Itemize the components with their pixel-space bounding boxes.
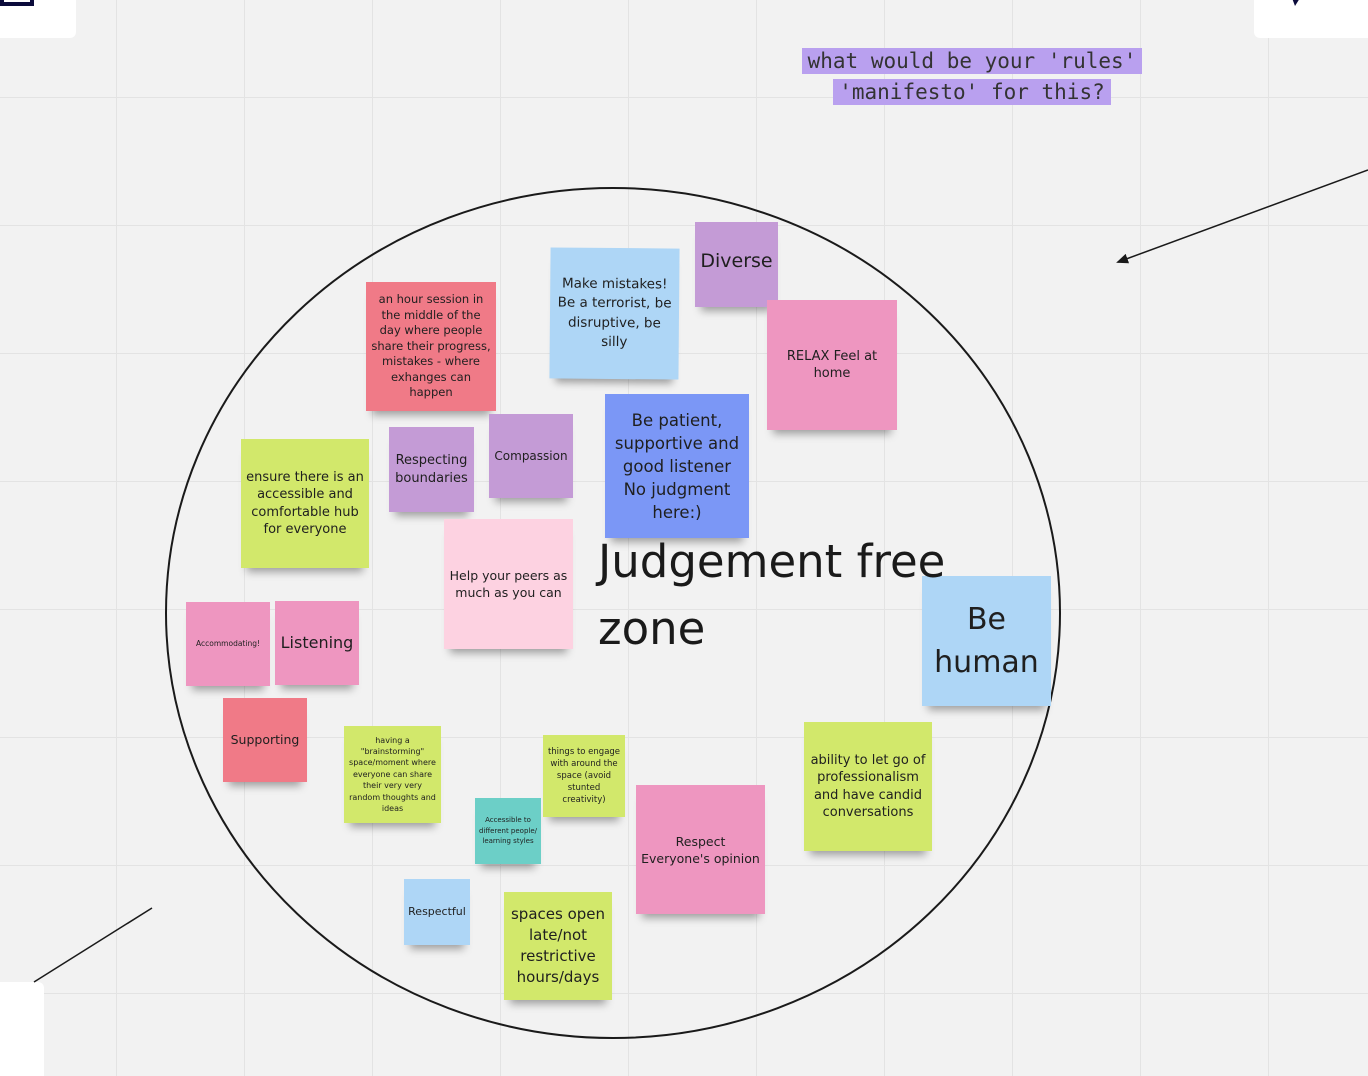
connector-arrow[interactable] xyxy=(1116,169,1368,264)
zone-label-line-2: zone xyxy=(598,602,706,655)
sticky-things-engage[interactable]: things to engage with around the space (… xyxy=(543,735,625,817)
arrow-icon xyxy=(1292,0,1299,6)
sticky-text: things to engage with around the space (… xyxy=(547,747,621,805)
sticky-text: Compassion xyxy=(494,449,568,463)
offscreen-frame-bottom-left[interactable] xyxy=(0,982,44,1076)
prompt-line-1: what would be your 'rules' xyxy=(801,48,1143,74)
sticky-supporting[interactable]: Supporting xyxy=(223,698,307,782)
zone-label-line-1: Judgement free xyxy=(598,535,946,588)
connector-line[interactable] xyxy=(33,907,153,983)
sticky-text: Be human xyxy=(934,602,1039,680)
sticky-accessible-hub[interactable]: ensure there is an accessible and comfor… xyxy=(241,439,369,568)
sticky-listening[interactable]: Listening xyxy=(275,601,359,685)
frame-icon xyxy=(0,0,34,6)
sticky-respect-opinion[interactable]: Respect Everyone's opinion xyxy=(636,785,765,914)
sticky-respecting-boundaries[interactable]: Respecting boundaries xyxy=(389,427,474,512)
offscreen-frame-top-left[interactable] xyxy=(0,0,76,38)
sticky-text: ability to let go of professionalism and… xyxy=(810,752,926,821)
sticky-accessible-styles[interactable]: Accessible to different people/ learning… xyxy=(475,798,541,864)
prompt-text[interactable]: what would be your 'rules' 'manifesto' f… xyxy=(760,46,1184,108)
sticky-spaces-open[interactable]: spaces open late/not restrictive hours/d… xyxy=(504,892,612,1000)
sticky-text: Respect Everyone's opinion xyxy=(641,833,760,866)
sticky-text: Diverse xyxy=(700,250,773,272)
sticky-text: ensure there is an accessible and comfor… xyxy=(246,469,364,538)
sticky-text: Respecting boundaries xyxy=(395,453,468,486)
sticky-text: Accessible to different people/ learning… xyxy=(478,816,538,846)
sticky-be-human[interactable]: Be human xyxy=(922,576,1051,706)
sticky-text: RELAX Feel at home xyxy=(786,348,878,382)
sticky-text: an hour session in the middle of the day… xyxy=(371,292,491,400)
sticky-respectful[interactable]: Respectful xyxy=(404,879,470,945)
prompt-line-2: 'manifesto' for this? xyxy=(833,79,1111,105)
sticky-accommodating[interactable]: Accommodating! xyxy=(186,602,270,686)
sticky-text: Accommodating! xyxy=(196,639,260,648)
sticky-text: Be patient, supportive and good listener… xyxy=(614,410,740,522)
sticky-text: having a "brainstorming" space/moment wh… xyxy=(349,735,436,814)
sticky-text: Respectful xyxy=(408,905,466,918)
sticky-text: Supporting xyxy=(230,732,300,747)
sticky-text: Help your peers as much as you can xyxy=(449,568,568,600)
sticky-compassion[interactable]: Compassion xyxy=(489,414,573,498)
offscreen-frame-top-right[interactable] xyxy=(1254,0,1368,38)
sticky-brainstorming[interactable]: having a "brainstorming" space/moment wh… xyxy=(344,726,441,823)
zone-label[interactable]: Judgement free zone xyxy=(598,528,958,662)
sticky-relax[interactable]: RELAX Feel at home xyxy=(767,300,897,430)
zone-circle[interactable] xyxy=(165,187,1061,1039)
sticky-professionalism[interactable]: ability to let go of professionalism and… xyxy=(804,722,932,851)
sticky-make-mistakes[interactable]: Make mistakes! Be a terrorist, be disrup… xyxy=(549,247,680,380)
sticky-diverse[interactable]: Diverse xyxy=(695,222,778,307)
sticky-text: spaces open late/not restrictive hours/d… xyxy=(510,905,606,986)
sticky-text: Listening xyxy=(280,633,354,652)
sticky-be-patient[interactable]: Be patient, supportive and good listener… xyxy=(605,394,749,538)
sticky-text: Make mistakes! Be a terrorist, be disrup… xyxy=(557,275,672,351)
sticky-hour-session[interactable]: an hour session in the middle of the day… xyxy=(366,282,496,411)
sticky-help-peers[interactable]: Help your peers as much as you can xyxy=(444,519,573,649)
